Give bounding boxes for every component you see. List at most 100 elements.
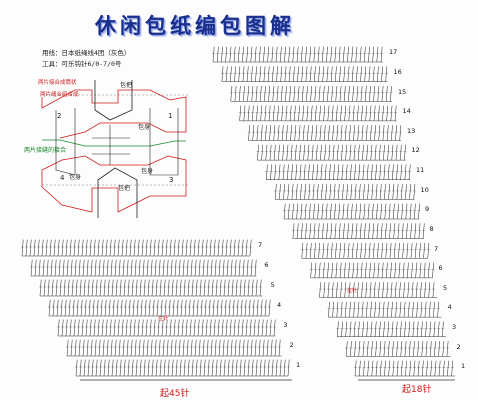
stitch-mark [114, 259, 117, 277]
stitch-mark [115, 359, 118, 377]
stitch-mark [372, 223, 375, 239]
stitch-mark [404, 164, 407, 180]
stitch-mark [113, 239, 116, 257]
stitch-mark [281, 125, 284, 141]
stitch-mark [391, 144, 394, 161]
stitch-mark [157, 319, 160, 337]
stitch-mark [72, 299, 75, 317]
stitch-mark [331, 105, 334, 121]
stitch-mark [289, 105, 292, 121]
stitch-mark [315, 144, 318, 161]
stitch-mark [204, 299, 207, 317]
stitch-mark [388, 203, 391, 220]
stitch-mark [256, 105, 258, 121]
stitch-mark [91, 279, 94, 297]
stitch-mark [343, 242, 346, 259]
stitch-mark [190, 259, 193, 277]
stitch-mark [148, 299, 151, 317]
stitch-mark [294, 144, 297, 161]
stitch-mark [135, 359, 138, 377]
stitch-mark [125, 319, 128, 337]
stitch-mark [312, 184, 315, 200]
stitch-mark [119, 279, 122, 297]
stitch-mark [156, 299, 159, 317]
stitch-mark [331, 85, 333, 102]
stitch-mark [432, 262, 434, 278]
stitch-mark [428, 282, 431, 298]
stitch-mark [257, 319, 260, 337]
stitch-mark [446, 341, 449, 357]
left-chart-row [57, 319, 276, 337]
stitch-mark [420, 282, 422, 298]
stitch-mark [337, 184, 340, 200]
stitch-mark [200, 299, 203, 317]
stitch-mark [259, 359, 262, 377]
stitch-mark [343, 262, 346, 278]
stitch-mark [451, 360, 454, 377]
stitch-mark [130, 259, 133, 277]
stitch-mark [361, 125, 364, 141]
stitch-mark [197, 319, 200, 337]
stitch-mark [410, 242, 413, 259]
stitch-mark [265, 319, 268, 337]
stitch-mark [224, 299, 227, 317]
stitch-mark [81, 319, 84, 337]
stitch-mark [210, 259, 213, 277]
stitch-mark [227, 359, 230, 377]
stitch-mark [343, 66, 346, 82]
stitch-mark [269, 144, 272, 161]
stitch-mark [255, 66, 257, 82]
stitch-mark [346, 184, 348, 200]
stitch-mark [29, 239, 32, 257]
stitch-mark [179, 359, 182, 377]
stitch-mark [229, 46, 232, 63]
stitch-mark [353, 301, 356, 318]
stitch-mark [386, 105, 389, 121]
stitch-mark [237, 319, 240, 337]
stitch-mark [340, 282, 342, 298]
stitch-mark [385, 66, 388, 82]
right-chart-start-label: 起18针 [402, 385, 432, 395]
stitch-mark [350, 164, 352, 180]
stitch-mark [305, 46, 307, 63]
stitch-mark [336, 282, 338, 298]
stitch-mark [313, 46, 316, 63]
stitch-mark [336, 125, 339, 141]
stitch-mark [214, 259, 217, 277]
stitch-mark [118, 339, 121, 357]
stitch-mark [252, 125, 255, 141]
stitch-mark [112, 299, 115, 317]
stitch-mark [366, 321, 369, 337]
stitch-mark [225, 66, 228, 82]
stitch-mark [271, 359, 274, 377]
stitch-mark [166, 339, 169, 357]
stitch-mark [442, 360, 445, 377]
stitch-mark [267, 359, 270, 377]
stitch-mark [232, 299, 235, 317]
stitch-mark [283, 203, 286, 220]
stitch-mark [242, 46, 244, 63]
stitch-mark [362, 164, 365, 180]
stitch-mark [340, 301, 343, 318]
stitch-mark [151, 279, 154, 297]
right-chart-row-number: 9 [425, 205, 430, 214]
stitch-mark [286, 144, 289, 161]
stitch-mark [194, 259, 197, 277]
stitch-mark [349, 321, 352, 337]
stitch-mark [356, 105, 359, 121]
stitch-mark [355, 203, 357, 220]
stitch-mark [110, 339, 113, 357]
stitch-mark [101, 239, 104, 257]
stitch-mark [402, 262, 405, 278]
stitch-mark [319, 125, 322, 141]
stitch-mark [329, 164, 331, 180]
stitch-mark [293, 85, 296, 102]
stitch-mark [196, 299, 199, 317]
stitch-mark [206, 259, 209, 277]
right-chart-row [238, 105, 398, 122]
stitch-mark [183, 279, 186, 297]
stitch-mark [375, 341, 377, 357]
stitch-mark [397, 203, 399, 220]
stitch-mark [311, 144, 314, 161]
stitch-mark [395, 321, 398, 337]
